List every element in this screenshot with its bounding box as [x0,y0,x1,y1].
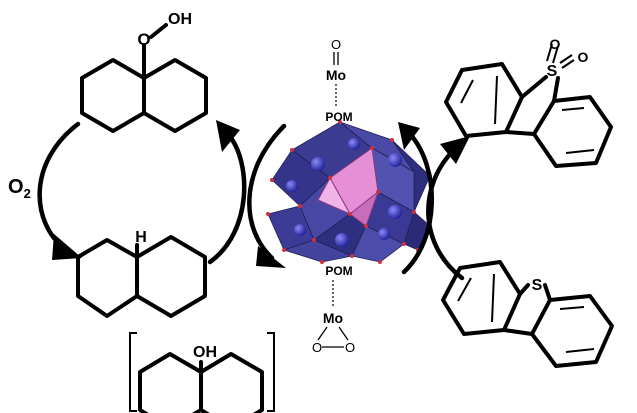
molybdenum-oxo-species: O Mo POM [325,37,352,124]
dibenzothiophene: S [441,260,614,368]
oxo-label: O [331,37,341,52]
oxygen-label: O [137,30,150,49]
left-bracket [129,332,137,412]
thiophene-sulfur-label: S [532,277,543,294]
peroxo-o-right: O [345,340,355,355]
pom-bottom-label: POM [325,264,352,278]
mo-bottom-label: Mo [323,310,343,326]
peroxo-o-left: O [312,340,322,355]
hydroperoxy-label: OH [168,11,192,28]
pom-top-label: POM [325,110,352,124]
molybdenum-peroxo-species: POM Mo O O [312,264,355,355]
dibenzothiophene-sulfone: S O O [444,36,613,168]
catalyst-cycle-arrows [247,122,435,275]
sulfone-oxygen-right: O [578,49,589,65]
sulfone-sulfur-label: S [547,63,558,80]
hydrogen-label: H [135,229,147,246]
decalin-hydroperoxide: O OH [80,11,208,133]
o2-label: O2 [8,176,31,201]
right-bracket [267,332,275,412]
mo-top-label: Mo [326,67,346,83]
oxidation-cycle-arrows: O2 [8,120,247,265]
hydroxyl-label: OH [193,344,217,361]
pom-cluster [266,120,432,264]
sulfone-oxygen-left: O [550,36,561,52]
decalin: H [76,229,207,318]
sulfoxidation-arrow [426,136,470,281]
decalinol: OH [129,332,275,413]
